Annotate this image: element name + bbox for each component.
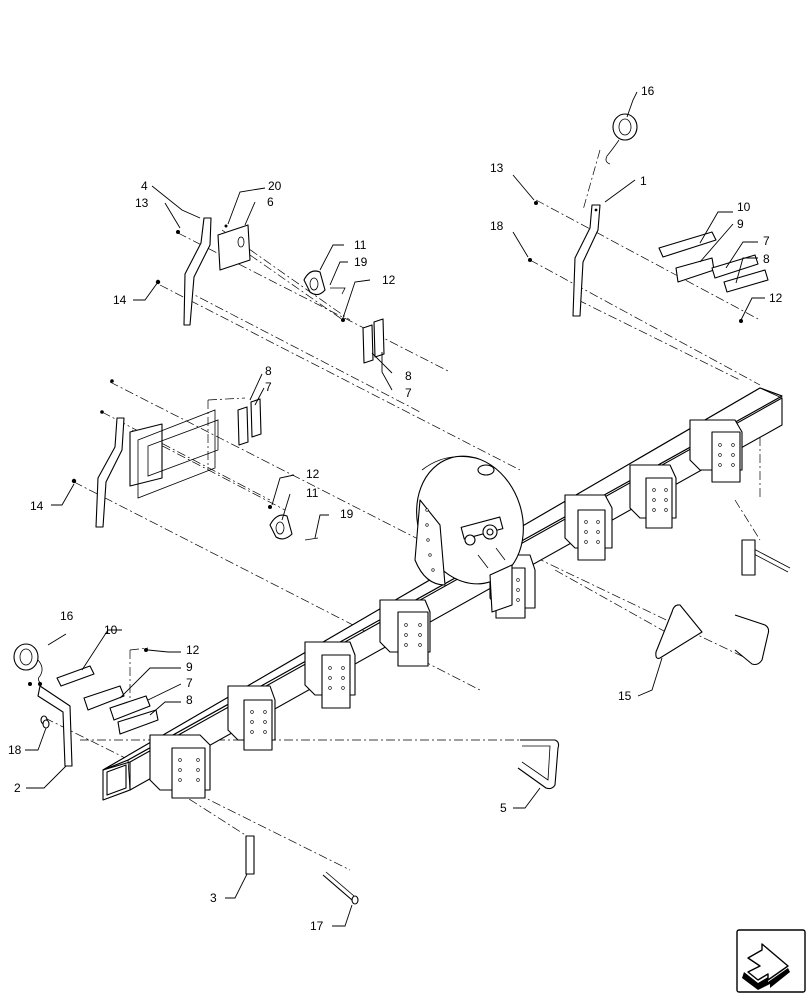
callout-9: 9: [186, 660, 193, 674]
callout-13: 13: [490, 161, 504, 175]
callout-11: 11: [306, 486, 319, 500]
callout-12: 12: [382, 273, 396, 287]
callout-18: 18: [8, 743, 22, 757]
callout-19: 19: [354, 255, 368, 269]
main-frame-beam: [102, 387, 783, 801]
part-3-strap: [245, 835, 255, 875]
callout-7: 7: [405, 386, 412, 400]
callout-8: 8: [405, 369, 412, 383]
part-7-plate-upper: [711, 254, 759, 279]
callout-10: 10: [737, 200, 751, 214]
part-2-bracket-lower: [37, 685, 73, 767]
part-7-8-plates-left-upper: [362, 318, 385, 364]
hub-assembly: [460, 516, 506, 569]
part-11-clamp-left-middle: [269, 514, 293, 540]
callout-2: 2: [14, 781, 21, 795]
callout-8: 8: [265, 364, 272, 378]
part-19-pin-left-upper: [330, 287, 346, 295]
callout-7: 7: [265, 380, 272, 394]
callout-16: 16: [641, 84, 655, 98]
callout-14: 14: [113, 293, 127, 307]
part-7-8-plates-left-middle: [237, 398, 262, 446]
part-10-plate-lower: [56, 665, 95, 687]
part-9-plate-lower: [83, 685, 125, 711]
callout-7: 7: [186, 676, 193, 690]
callout-16: 16: [60, 609, 74, 623]
callout-11: 11: [354, 238, 367, 252]
callout-17: 17: [310, 919, 324, 933]
part-17-bolt: [322, 871, 359, 905]
part-4-bracket-left-upper: [183, 217, 212, 326]
leader-lines: [25, 91, 765, 927]
callout-18: 18: [490, 219, 504, 233]
part-7-plate-lower: [109, 695, 151, 721]
callout-12: 12: [186, 643, 200, 657]
callout-6: 6: [267, 195, 274, 209]
callout-9: 9: [737, 217, 744, 231]
callout-12: 12: [769, 291, 783, 305]
part-plate-left-middle: [129, 409, 219, 499]
part-6-plate-left-upper: [217, 224, 251, 271]
beam-mount-brackets: [149, 419, 743, 799]
part-15-triangle-marker: [655, 604, 703, 659]
part-10-plate-upper: [658, 231, 717, 258]
part-u-bolt-rear: [734, 614, 770, 666]
callout-14: 14: [30, 499, 44, 513]
callout-labels: 16 1 13 18 10 9 7 8 12 4 13 20 6 11 19 1…: [8, 84, 783, 933]
callout-5: 5: [500, 801, 507, 815]
callout-8: 8: [186, 693, 193, 707]
part-11-clamp-left-upper: [303, 270, 326, 296]
part-5-u-bolt-front: [517, 739, 560, 790]
part-bracket-left-middle: [95, 417, 125, 528]
part-16-reel-lower: [13, 643, 43, 685]
part-bolt-right: [741, 539, 791, 576]
part-18-bolt-lower: [42, 719, 50, 729]
callout-10: 10: [104, 623, 118, 637]
callout-19: 19: [340, 507, 354, 521]
callout-15: 15: [618, 689, 632, 703]
center-wheel-housing: [414, 455, 524, 613]
callout-20: 20: [268, 179, 282, 193]
part-19-pin-left-middle: [304, 537, 319, 541]
callout-13: 13: [135, 196, 149, 210]
next-page-arrow-icon[interactable]: [736, 929, 806, 993]
callout-12: 12: [306, 467, 320, 481]
part-8-plate-lower: [117, 709, 159, 735]
callout-3: 3: [210, 891, 217, 905]
part-16-reel-upper: [605, 113, 638, 165]
callout-1: 1: [640, 174, 647, 188]
part-8-plate-upper: [723, 269, 769, 293]
part-9-plate-upper: [675, 257, 715, 283]
callout-8: 8: [763, 252, 770, 266]
callout-7: 7: [763, 234, 770, 248]
callout-4: 4: [141, 179, 148, 193]
part-1-bracket-upper: [572, 204, 601, 317]
